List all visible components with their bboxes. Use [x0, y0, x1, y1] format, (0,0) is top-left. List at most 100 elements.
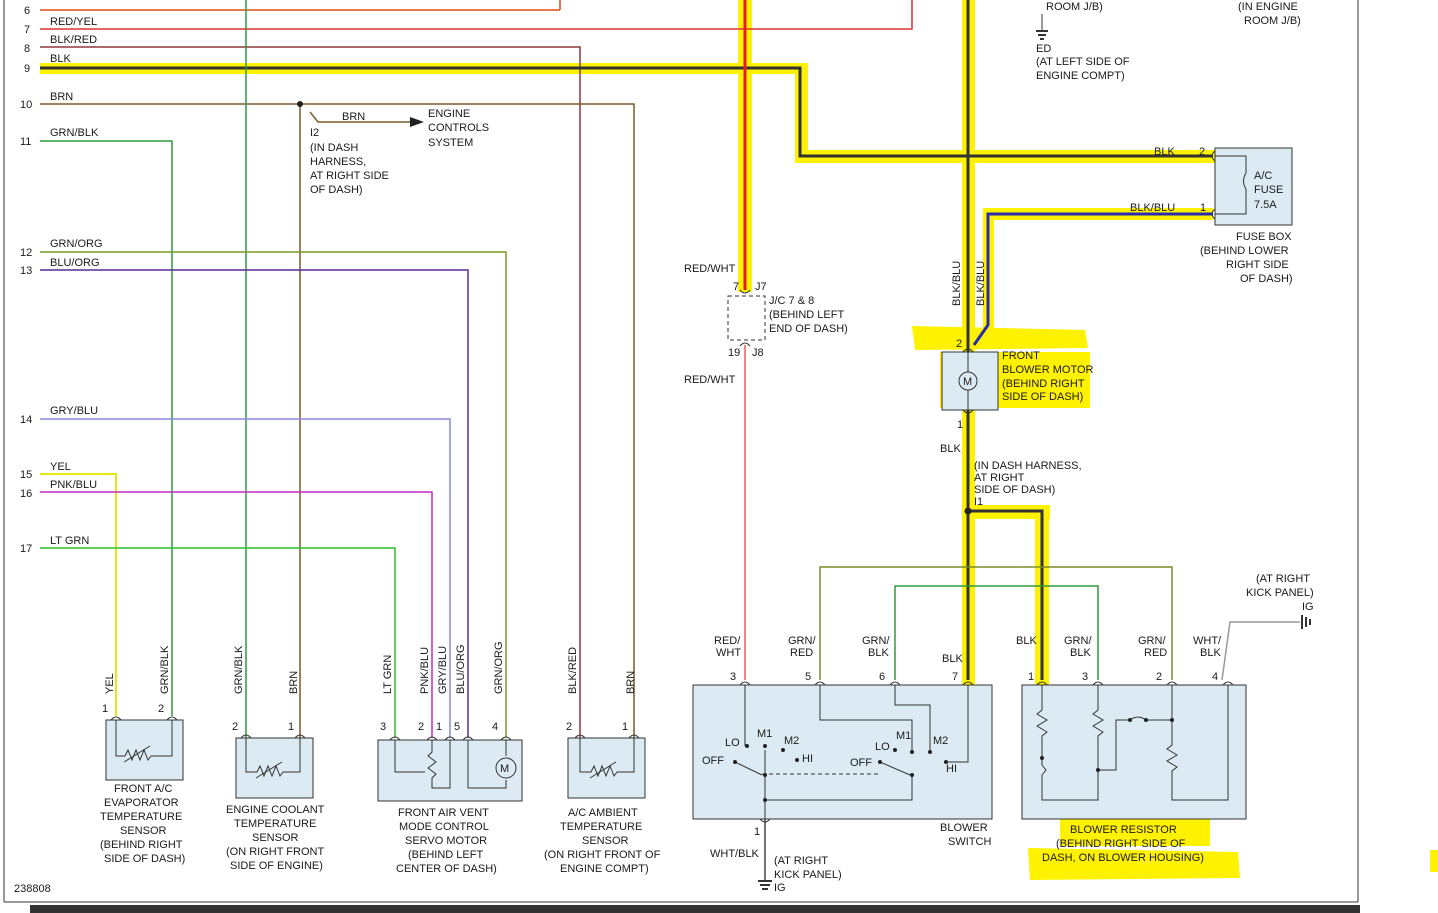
splice-i1: (IN DASH HARNESS, AT RIGHT SIDE OF DASH)… — [974, 460, 1082, 508]
wire-label: YEL — [104, 673, 116, 694]
switch-position: LO — [725, 737, 740, 749]
motor-icon — [495, 757, 517, 779]
pin-number: 1 — [1200, 202, 1206, 214]
motor-symbol: M — [963, 376, 972, 388]
wire-label: BLK — [1200, 647, 1221, 659]
diagram-id: 238808 — [14, 883, 51, 895]
row-number: 11 — [20, 136, 31, 148]
sensor-label: (ON RIGHT FRONT — [226, 846, 324, 858]
wire-label: BRN — [625, 671, 637, 694]
thermistor-arrow — [255, 761, 283, 779]
blower-switch-label: BLOWER — [940, 822, 988, 834]
row-number: 8 — [24, 43, 30, 55]
location-text: (IN ENGINE — [1238, 1, 1298, 13]
wire-lt-grn — [40, 547, 396, 738]
ground-id: IG — [774, 882, 786, 894]
connector-id: J7 — [755, 281, 767, 293]
junction-connector: RED/WHT 7 J7 J/C 7 & 8 (BEHIND LEFT END … — [684, 263, 848, 386]
blower-motor-label: BLOWER MOTOR — [1002, 364, 1094, 376]
fuse-link-top — [1215, 155, 1247, 173]
splice-i1-dot — [964, 507, 972, 515]
sensor-label: SIDE OF DASH) — [104, 853, 185, 865]
sensor-label: A/C AMBIENT — [568, 807, 638, 819]
sensor-body — [235, 737, 314, 799]
switch-position: LO — [875, 741, 890, 753]
wire-label: BLK/RED — [567, 647, 579, 694]
engine-controls-label: SYSTEM — [428, 137, 473, 149]
wire-wht-blk-resistor — [1221, 621, 1300, 681]
switch-position: M1 — [896, 730, 911, 742]
servo-wiring — [394, 740, 425, 773]
switch-position: HI — [802, 753, 813, 765]
switch-position: OFF — [702, 755, 724, 767]
page-bottom-bar — [30, 905, 1360, 913]
wire-label: RED/YEL — [50, 16, 97, 28]
sensor-label: SERVO MOTOR — [405, 835, 487, 847]
row-number: 14 — [20, 414, 32, 426]
pin-number: 1 — [102, 703, 108, 715]
blower-switch-label: SWITCH — [948, 836, 991, 848]
sensor-label: (BEHIND LEFT — [408, 849, 483, 861]
wire-grn-red-loop — [819, 566, 1173, 680]
wire-blu-org — [40, 269, 469, 738]
switch-position: M1 — [757, 728, 772, 740]
pin-number: 7 — [952, 671, 958, 683]
pin-number: 3 — [730, 671, 736, 683]
wire-label: GRN/BLK — [50, 127, 99, 139]
row-number: 16 — [20, 488, 32, 500]
motor-icon — [958, 371, 978, 391]
location-text: SIDE OF DASH) — [974, 484, 1055, 496]
ground-id: ED — [1036, 43, 1051, 55]
wire-label: BLU/ORG — [455, 644, 467, 694]
resistor-icon — [1092, 685, 1130, 771]
ground-icon — [1036, 30, 1048, 40]
wire-label: GRN/ — [788, 635, 816, 647]
wire-grn-org — [40, 251, 507, 738]
wire-label: GRY/BLU — [437, 646, 449, 694]
fuse-box-label: FUSE BOX — [1236, 231, 1292, 243]
switch-position: M2 — [933, 735, 948, 747]
sensor-label: MODE CONTROL — [399, 821, 489, 833]
servo-wiring — [468, 780, 507, 789]
pin-number: 7 — [733, 281, 739, 293]
connector-id: J8 — [752, 347, 764, 359]
pin-number: 2 — [566, 721, 572, 733]
wire-label: GRY/BLU — [50, 405, 98, 417]
potentiometer-icon — [427, 740, 451, 789]
jc-label: END OF DASH) — [769, 323, 848, 335]
sensor-label: SIDE OF ENGINE) — [230, 860, 323, 872]
row-number: 7 — [24, 24, 30, 36]
motor-symbol: M — [500, 763, 509, 775]
wire-grn-blk-loop — [894, 585, 1099, 680]
fuse-box-label: OF DASH) — [1240, 273, 1293, 285]
wire-grn-blk — [40, 140, 173, 716]
location-text: (AT RIGHT — [774, 855, 828, 867]
fuse-icon — [1243, 172, 1247, 190]
row-number: 17 — [20, 543, 32, 555]
wire-label: GRN/ — [1138, 635, 1166, 647]
connector-id: I2 — [310, 127, 319, 139]
wire-label: GRN/BLK — [233, 645, 245, 694]
wire-blk-to-resistor — [968, 509, 1044, 680]
wire-label: BRN — [342, 111, 365, 123]
sensor-label: SENSOR — [120, 825, 167, 837]
location-text: (IN DASH — [310, 142, 358, 154]
sensor-label: SENSOR — [252, 832, 299, 844]
blower-resistor: BLK GRN/ BLK GRN/ RED WHT/ BLK 1 3 2 4 B… — [1016, 573, 1314, 864]
thermistor-icon — [579, 738, 635, 778]
blower-motor-label: SIDE OF DASH) — [1002, 391, 1083, 403]
wire-label: PNK/BLU — [50, 479, 97, 491]
pin-number: 5 — [805, 671, 811, 683]
location-text: AT RIGHT — [974, 472, 1025, 484]
servo-motor: LT GRN PNK/BLU GRY/BLU BLU/ORG GRN/ORG 3… — [377, 641, 523, 875]
pin-number: 2 — [158, 703, 164, 715]
wire-label: BLK — [1154, 146, 1175, 158]
fuse-box-body — [1214, 147, 1293, 226]
switch-position: OFF — [850, 757, 872, 769]
row-number: 6 — [24, 5, 30, 17]
blower-motor-label: FRONT — [1002, 350, 1040, 362]
ground-icon — [1301, 615, 1311, 629]
thermistor-icon — [115, 720, 173, 762]
switch-position: M2 — [784, 735, 799, 747]
